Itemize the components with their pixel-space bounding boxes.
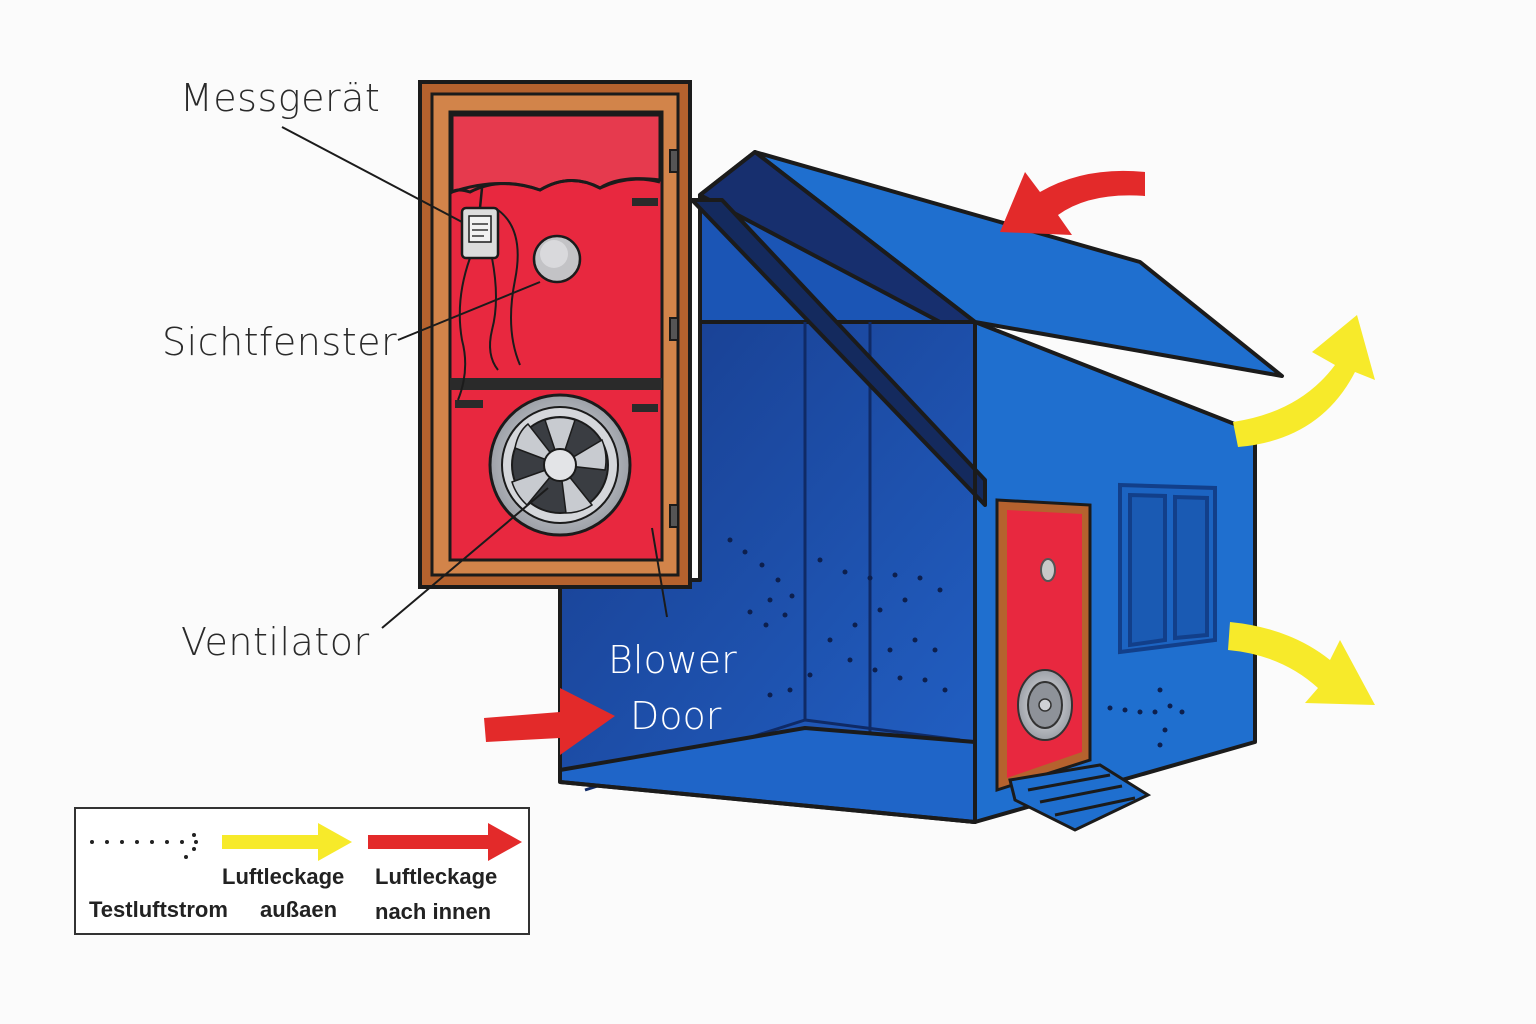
pressure-gauge-icon xyxy=(457,187,521,401)
label-blower-door: Blower Door xyxy=(608,632,737,744)
red-arrow-icon xyxy=(484,688,615,755)
legend-symbols xyxy=(90,823,522,861)
yellow-arrow-icon xyxy=(1233,315,1375,447)
fan-icon xyxy=(488,393,632,537)
red-arrow-icon xyxy=(368,823,522,861)
test-airflow-dots xyxy=(727,537,1185,748)
legend: Testluftstrom Luftleckage außaen Luftlec… xyxy=(74,807,530,935)
legend-aussen-line1: Luftleckage xyxy=(222,864,345,889)
yellow-arrow-icon xyxy=(1228,622,1375,705)
label-ventilator: Ventilator xyxy=(181,620,370,664)
legend-aussen-line2: außaen xyxy=(260,897,338,922)
legend-innen-line1: Luftleckage xyxy=(375,864,498,889)
label-blower-line2: Door xyxy=(630,694,722,738)
blower-door-detail xyxy=(418,80,692,589)
callout-lines xyxy=(281,126,668,629)
label-messgeraet: Messgerät xyxy=(180,76,381,120)
legend-innen-line2: nach innen xyxy=(375,899,492,924)
small-blower-door xyxy=(995,498,1092,793)
label-blower-line1: Blower xyxy=(608,638,737,682)
yellow-arrow-icon xyxy=(222,823,352,861)
label-sichtfenster: Sichtfenster xyxy=(162,320,398,364)
red-arrow-icon xyxy=(1000,170,1145,235)
legend-testluftstrom: Testluftstrom xyxy=(89,897,228,922)
door-steps xyxy=(1008,763,1152,832)
house-window xyxy=(1118,482,1217,655)
dotted-airflow-icon xyxy=(90,833,198,859)
